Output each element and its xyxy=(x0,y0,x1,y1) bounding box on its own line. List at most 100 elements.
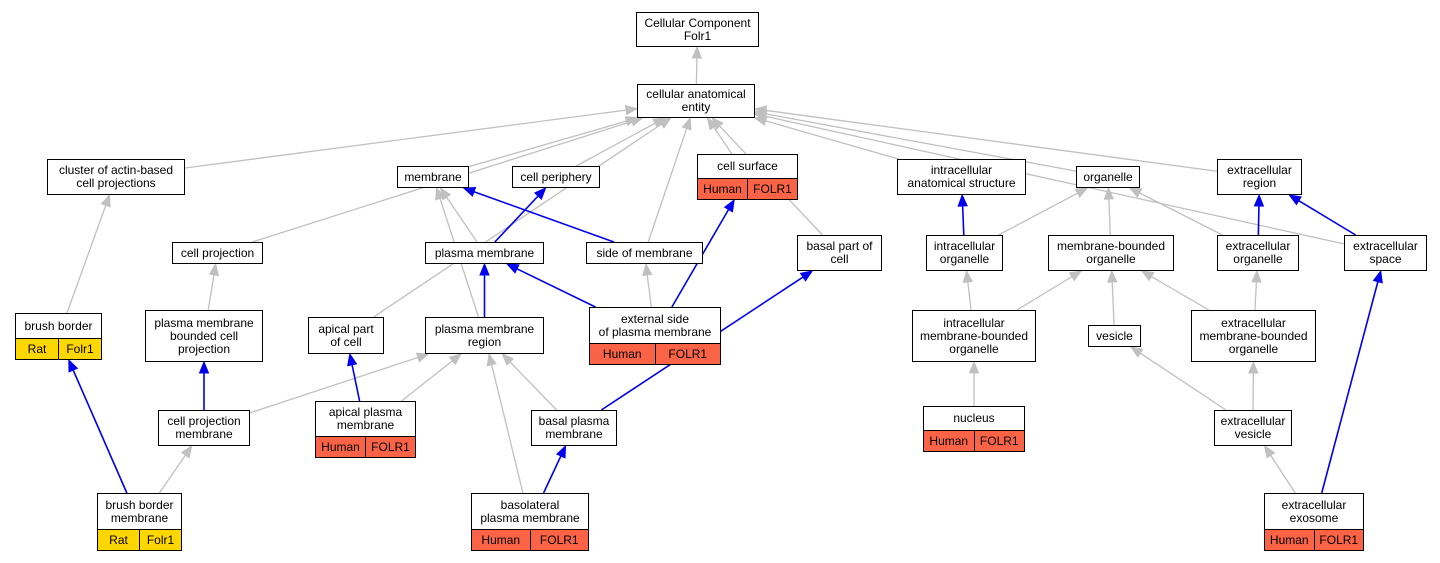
edge-line xyxy=(1108,198,1111,236)
node-brush-border[interactable]: brush border Rat Folr1 xyxy=(15,313,102,360)
node-vesicle[interactable]: vesicle xyxy=(1088,325,1141,347)
node-cellular-component-folr1[interactable]: Cellular Component Folr1 xyxy=(636,12,759,47)
is-a-edge xyxy=(1107,269,1118,326)
node-label: membrane xyxy=(404,169,462,184)
node-plasma-membrane-region[interactable]: plasma membrane region xyxy=(425,317,544,354)
node-label: Cellular Component Folr1 xyxy=(644,15,751,43)
node-extracellular-exosome[interactable]: extracellular exosome Human FOLR1 xyxy=(1264,493,1364,551)
node-label: external side of plasma membrane xyxy=(598,311,712,339)
node-label: intracellular membrane-bounded organelle xyxy=(919,315,1029,356)
node-cell-projection-membrane[interactable]: cell projection membrane xyxy=(158,410,250,446)
edge-line xyxy=(158,454,186,494)
node-apical-plasma-membrane[interactable]: apical plasma membrane Human FOLR1 xyxy=(315,401,416,458)
part-of-edge xyxy=(1288,194,1357,236)
node-extracellular-space[interactable]: extracellular space xyxy=(1344,235,1427,271)
gene-tag[interactable]: Folr1 xyxy=(58,339,101,359)
part-of-edge xyxy=(198,360,210,410)
annotation-row: Human FOLR1 xyxy=(316,436,415,457)
arrowhead-icon xyxy=(180,444,193,459)
arrowhead-icon xyxy=(723,198,735,213)
node-nucleus[interactable]: nucleus Human FOLR1 xyxy=(923,406,1025,452)
species-tag[interactable]: Human xyxy=(472,530,530,550)
is-a-edge xyxy=(249,352,430,414)
part-of-edge xyxy=(462,186,615,243)
arrowhead-icon xyxy=(658,117,672,129)
node-cluster-of-actin-based-cell-projections[interactable]: cluster of actin-based cell projections xyxy=(47,159,185,195)
gene-tag[interactable]: Folr1 xyxy=(139,530,181,550)
part-of-edge xyxy=(1253,193,1265,236)
node-label: extracellular organelle xyxy=(1225,239,1291,266)
edge-line xyxy=(713,126,733,155)
node-cellular-anatomical-entity[interactable]: cellular anatomical entity xyxy=(637,84,755,118)
node-basolateral-plasma-membrane[interactable]: basolateral plasma membrane Human FOLR1 xyxy=(471,493,589,551)
node-cell-projection[interactable]: cell projection xyxy=(172,242,263,264)
is-a-edge xyxy=(373,117,672,318)
edge-line xyxy=(695,57,698,85)
edge-line xyxy=(542,455,562,494)
node-brush-border-membrane[interactable]: brush border membrane Rat Folr1 xyxy=(97,493,182,551)
gene-tag[interactable]: FOLR1 xyxy=(973,431,1024,451)
species-tag[interactable]: Human xyxy=(698,179,747,199)
node-plasma-membrane[interactable]: plasma membrane xyxy=(425,242,544,264)
is-a-edge xyxy=(1251,269,1262,311)
arrowhead-icon xyxy=(68,358,79,373)
is-a-edge xyxy=(1103,186,1115,236)
node-cell-surface[interactable]: cell surface Human FOLR1 xyxy=(697,154,798,200)
node-label: cell projection xyxy=(180,245,255,260)
arrowhead-icon xyxy=(198,360,210,374)
node-extracellular-organelle[interactable]: extracellular organelle xyxy=(1217,235,1299,271)
node-label: side of membrane xyxy=(596,245,693,260)
is-a-edge xyxy=(401,353,463,402)
node-intracellular-organelle[interactable]: intracellular organelle xyxy=(926,235,1003,271)
node-apical-part-of-cell[interactable]: apical part of cell xyxy=(308,317,384,354)
arrowhead-icon xyxy=(1251,269,1262,283)
species-tag[interactable]: Human xyxy=(590,344,655,364)
node-membrane-bounded-organelle[interactable]: membrane-bounded organelle xyxy=(1048,235,1174,271)
gene-tag[interactable]: FOLR1 xyxy=(747,179,797,199)
edge-line xyxy=(998,192,1078,236)
node-intracellular-anatomical-structure[interactable]: intracellular anatomical structure xyxy=(897,159,1026,195)
edge-line xyxy=(1111,281,1115,326)
node-label: cell periphery xyxy=(520,169,592,184)
edge-line xyxy=(765,120,899,160)
node-basal-plasma-membrane[interactable]: basal plasma membrane xyxy=(531,410,617,446)
node-intracellular-membrane-bounded-organelle[interactable]: intracellular membrane-bounded organelle xyxy=(912,310,1036,362)
part-of-edge xyxy=(479,262,490,317)
arrowhead-icon xyxy=(1128,187,1143,198)
is-a-edge xyxy=(706,116,733,155)
arrowhead-icon xyxy=(448,353,463,366)
gene-tag[interactable]: FOLR1 xyxy=(654,344,720,364)
part-of-edge xyxy=(505,263,596,308)
arrowhead-icon xyxy=(208,262,220,277)
node-organelle[interactable]: organelle xyxy=(1076,166,1140,188)
species-tag[interactable]: Human xyxy=(924,431,974,451)
species-tag[interactable]: Human xyxy=(1265,530,1314,550)
node-cell-periphery[interactable]: cell periphery xyxy=(512,166,600,188)
node-basal-part-of-cell[interactable]: basal part of cell xyxy=(797,235,882,271)
edge-line xyxy=(446,196,478,243)
edge-line xyxy=(647,128,688,243)
edge-line xyxy=(961,205,965,236)
node-extracellular-vesicle[interactable]: extracellular vesicle xyxy=(1214,410,1292,446)
node-label: apical part of cell xyxy=(318,321,374,349)
node-extracellular-membrane-bounded-organelle[interactable]: extracellular membrane-bounded organelle xyxy=(1191,310,1316,362)
node-extracellular-region[interactable]: extracellular region xyxy=(1217,159,1302,195)
edge-line xyxy=(1270,454,1296,494)
gene-tag[interactable]: FOLR1 xyxy=(365,437,415,457)
arrowhead-icon xyxy=(1103,186,1115,200)
species-tag[interactable]: Rat xyxy=(98,530,139,550)
gene-tag[interactable]: FOLR1 xyxy=(1313,530,1363,550)
species-tag[interactable]: Rat xyxy=(16,339,58,359)
is-a-edge xyxy=(486,352,524,494)
species-tag[interactable]: Human xyxy=(316,437,365,457)
node-label: extracellular membrane-bounded organelle xyxy=(1199,315,1308,356)
gene-tag[interactable]: FOLR1 xyxy=(529,530,588,550)
arrowhead-icon xyxy=(1248,360,1259,374)
node-plasma-membrane-bounded-cell-projection[interactable]: plasma membrane bounded cell projection xyxy=(145,310,263,362)
node-external-side-of-plasma-membrane[interactable]: external side of plasma membrane Human F… xyxy=(589,307,721,365)
node-membrane[interactable]: membrane xyxy=(397,166,469,188)
node-label: basal plasma membrane xyxy=(538,414,610,441)
annotation-row: Rat Folr1 xyxy=(16,338,101,359)
node-side-of-membrane[interactable]: side of membrane xyxy=(586,242,703,264)
